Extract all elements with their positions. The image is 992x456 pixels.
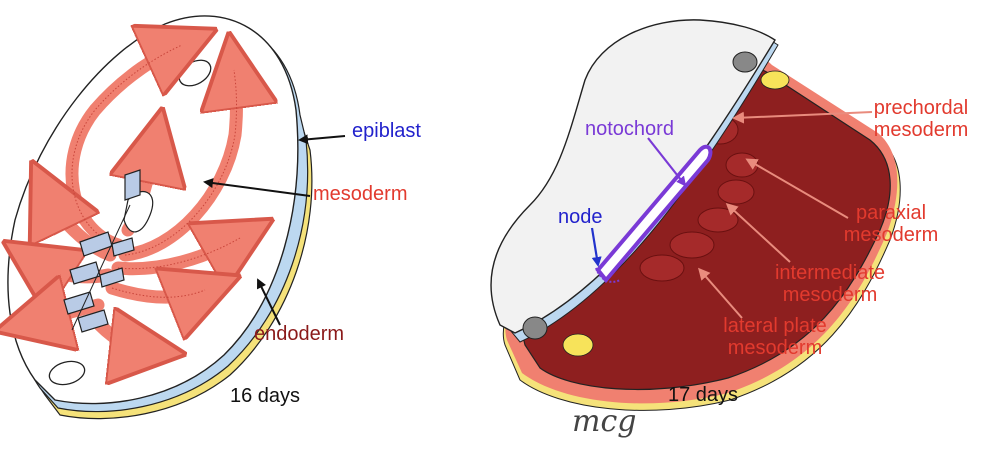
membrane-pit	[522, 316, 548, 340]
cloacal-membrane	[48, 360, 86, 386]
embryo-16-days	[8, 15, 346, 420]
intermediate-line-2: mesoderm	[782, 284, 878, 306]
prechordal-mesoderm-label: prechordal mesoderm	[862, 97, 980, 141]
prechordal-line-2: mesoderm	[873, 119, 969, 141]
endoderm-spot	[562, 333, 594, 357]
endoderm-spot	[760, 70, 790, 90]
right-days-label: 17 days	[668, 384, 739, 406]
lateral-plate-mesoderm-label: lateral plate mesoderm	[710, 315, 840, 359]
embryo-17-days	[490, 19, 901, 411]
mesoderm-arrow	[93, 325, 148, 350]
lateral-line-2: mesoderm	[727, 337, 823, 359]
intermediate-pointer	[725, 202, 791, 263]
node-label: node	[558, 206, 603, 228]
artist-signature: mcg	[572, 404, 637, 439]
node-pointer	[590, 227, 602, 267]
prechordal-line-1: prechordal	[873, 97, 969, 119]
paraxial-line-1: paraxial	[855, 202, 927, 224]
epiblast-pointer	[298, 134, 346, 145]
endoderm-pointer	[257, 278, 281, 326]
notochord-label: notochord	[585, 118, 674, 140]
mesoderm-label: mesoderm	[313, 183, 408, 205]
endoderm-label: endoderm	[254, 323, 345, 345]
notochord-pointer	[647, 137, 687, 187]
mesoderm-pointer	[203, 178, 311, 197]
lateral-line-1: lateral plate	[723, 315, 827, 337]
lateral-plate-pointer	[698, 267, 743, 319]
epiblast-label: epiblast	[352, 120, 421, 142]
paraxial-mesoderm-label: paraxial mesoderm	[832, 202, 950, 246]
mesoderm-arrow	[48, 195, 117, 262]
primitive-streak	[63, 169, 141, 333]
left-days-label: 16 days	[230, 385, 301, 407]
prechordal-pointer	[732, 111, 873, 124]
intermediate-line-1: intermediate	[774, 262, 886, 284]
intermediate-mesoderm-label: intermediate mesoderm	[760, 262, 900, 306]
membrane-pit	[732, 51, 758, 73]
paraxial-line-2: mesoderm	[843, 224, 939, 246]
paraxial-pointer	[745, 158, 849, 219]
